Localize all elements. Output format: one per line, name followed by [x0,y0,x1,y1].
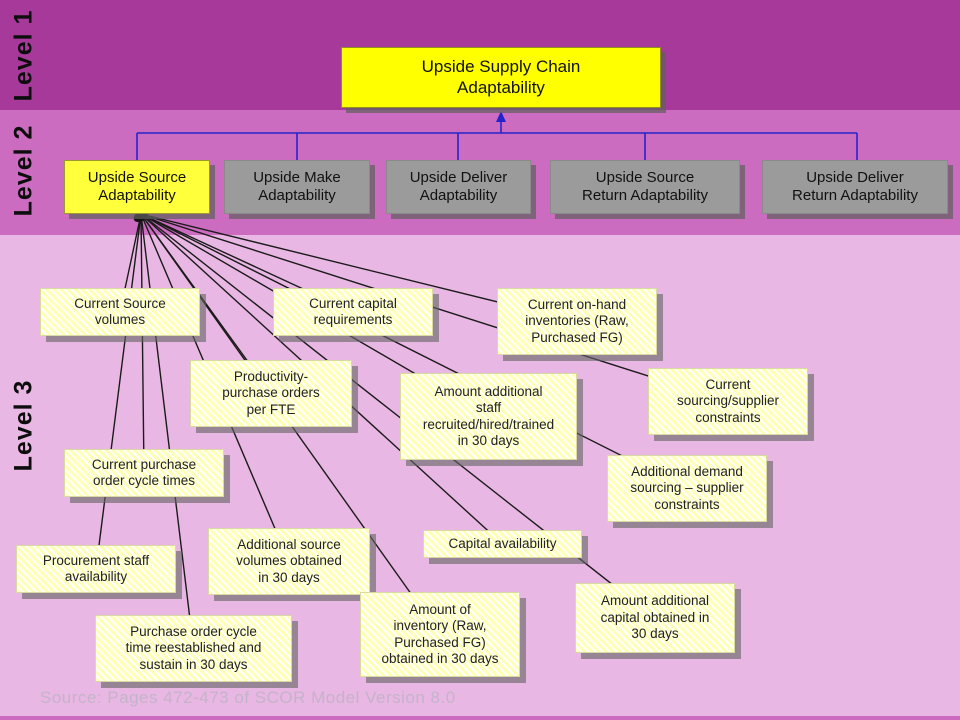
level2-box: Upside Make Adaptability [224,160,370,214]
level2-box: Upside Deliver Adaptability [386,160,531,214]
level3-label: Level 3 [9,379,38,471]
level2-label: Level 2 [9,124,38,216]
level3-box: Additional source volumes obtained in 30… [208,528,370,595]
source-note: Source: Pages 472-473 of SCOR Model Vers… [40,688,456,707]
level3-box: Current sourcing/supplier constraints [648,368,808,435]
level3-box: Current capital requirements [273,288,433,336]
level2-box: Upside Deliver Return Adaptability [762,160,948,214]
level3-box: Purchase order cycle time reestablished … [95,615,292,682]
level3-box: Current purchase order cycle times [64,449,224,497]
level1-label: Level 1 [9,9,38,101]
bottom-edge-strip [0,716,960,720]
level3-label-area: Level 3 [0,240,48,610]
level3-box: Productivity- purchase orders per FTE [190,360,352,427]
level1-label-area: Level 1 [0,0,48,110]
level3-box: Amount of inventory (Raw, Purchased FG) … [360,592,520,677]
level3-box: Current on-hand inventories (Raw, Purcha… [497,288,657,355]
level3-box: Amount additional capital obtained in 30… [575,583,735,653]
level2-box: Upside Source Adaptability [64,160,210,214]
level3-box: Capital availability [423,530,582,558]
level3-box: Current Source volumes [40,288,200,336]
level2-box: Upside Source Return Adaptability [550,160,740,214]
root-box-upside-supply-chain-adaptability: Upside Supply Chain Adaptability [341,47,661,108]
level3-box: Additional demand sourcing – supplier co… [607,455,767,522]
level2-label-area: Level 2 [0,110,48,230]
level3-box: Amount additional staff recruited/hired/… [400,373,577,460]
